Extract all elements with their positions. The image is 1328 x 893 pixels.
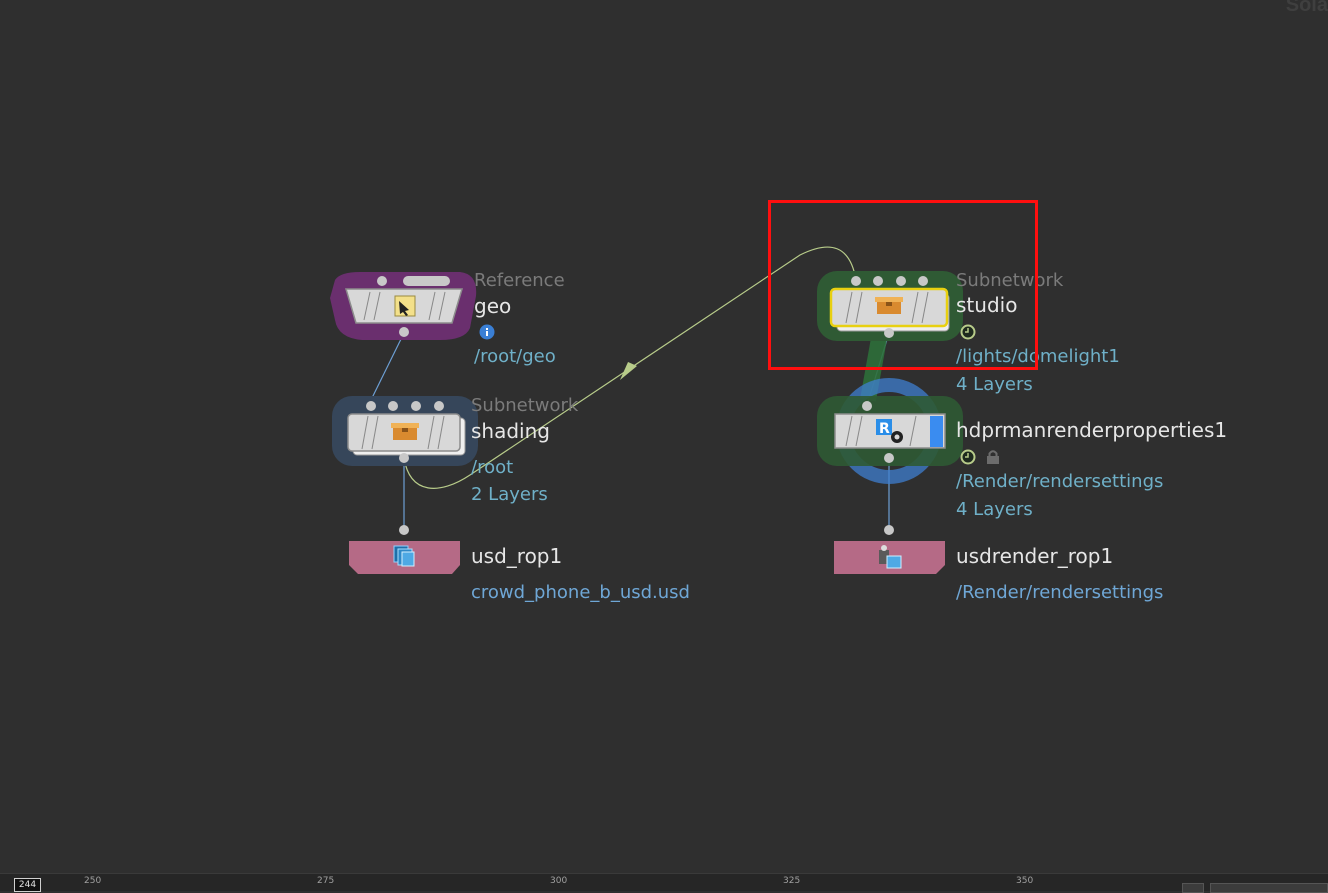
node-path-label: /root (471, 457, 514, 478)
timeline-range-slider[interactable] (1210, 883, 1328, 893)
node-shading[interactable] (332, 396, 478, 466)
subnet-box-icon (391, 423, 419, 440)
renderman-icon: R (876, 419, 903, 443)
lock-icon[interactable] (985, 449, 1001, 465)
node-hdprmanrenderproperties1[interactable]: R (817, 396, 963, 466)
wire-geo-shading (370, 332, 405, 401)
clock-icon (960, 449, 976, 465)
node-name-label[interactable]: studio (956, 293, 1018, 317)
network-canvas[interactable]: R (0, 0, 1328, 873)
timeline-tick: 325 (783, 876, 801, 886)
node-path-label: /Render/rendersettings (956, 471, 1164, 492)
node-type-label: Reference (474, 270, 565, 291)
node-file-label: crowd_phone_b_usd.usd (471, 582, 690, 603)
node-geo[interactable] (330, 272, 477, 340)
wire-shading-studio (403, 246, 857, 489)
node-name-label[interactable]: usd_rop1 (471, 544, 563, 568)
subnet-box-icon (875, 297, 903, 314)
svg-text:R: R (879, 421, 890, 437)
usd-layers-icon (393, 545, 415, 567)
timeline-tick: 275 (317, 876, 335, 886)
timeline-bar[interactable]: 244 250 275 300 325 350 (0, 873, 1328, 893)
usdrender-icon (879, 545, 902, 569)
node-type-label: Subnetwork (471, 395, 579, 416)
timeline-tick: 250 (84, 876, 102, 886)
wire-direction-arrow (620, 362, 637, 380)
node-layers-label: 4 Layers (956, 374, 1033, 395)
clock-icon (960, 324, 976, 340)
node-layers-label: 4 Layers (956, 499, 1033, 520)
info-icon[interactable] (479, 324, 495, 340)
node-layers-label: 2 Layers (471, 484, 548, 505)
node-path-label: /root/geo (474, 346, 556, 367)
timeline-range-button[interactable] (1182, 883, 1204, 893)
node-name-label[interactable]: shading (471, 419, 550, 443)
node-name-label[interactable]: hdprmanrenderproperties1 (956, 418, 1228, 442)
node-file-label: /Render/rendersettings (956, 582, 1164, 603)
node-usdrender-rop1[interactable] (834, 525, 945, 574)
node-name-label[interactable]: usdrender_rop1 (956, 544, 1114, 568)
node-name-label[interactable]: geo (474, 294, 512, 318)
node-usd-rop1[interactable] (349, 525, 460, 574)
selection-highlight-box (768, 200, 1038, 370)
timeline-tick: 350 (1016, 876, 1034, 886)
watermark-text: Sola (1285, 0, 1328, 16)
timeline-tick: 300 (550, 876, 568, 886)
node-studio[interactable] (817, 271, 963, 341)
